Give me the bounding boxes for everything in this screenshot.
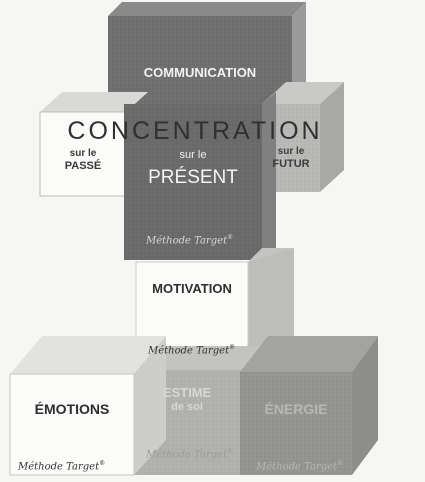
concentration-label: CONCENTRATION [67,117,323,145]
passe-label-line2: PASSÉ [64,160,102,172]
present-label-line2: PRÉSENT [148,167,238,188]
motivation-label: MOTIVATION [152,281,232,296]
passe-cube [39,92,148,197]
signature-present: Méthode Target® [146,234,234,247]
energie-cube [240,336,378,475]
present-label-line1: sur le [179,149,207,161]
futur-label-line2: FUTUR [272,158,310,170]
passe-label-line1: sur le [69,148,97,159]
present-cube [124,92,276,260]
energie-label: ÉNERGIE [264,401,328,417]
estime-label-line2: de soi [171,401,203,413]
signature-motivation: Méthode Target® [148,344,236,357]
emotions-cube [9,336,166,476]
communication-label: COMMUNICATION [143,65,257,80]
signature-emotions: Méthode Target® [18,460,106,473]
estime-label-line1: ESTIME [162,385,212,400]
signature-estime: Méthode Target® [146,448,234,461]
emotions-label: ÉMOTIONS [34,401,110,417]
signature-energie: Méthode Target® [256,460,344,473]
futur-label-line1: sur le [277,146,305,157]
